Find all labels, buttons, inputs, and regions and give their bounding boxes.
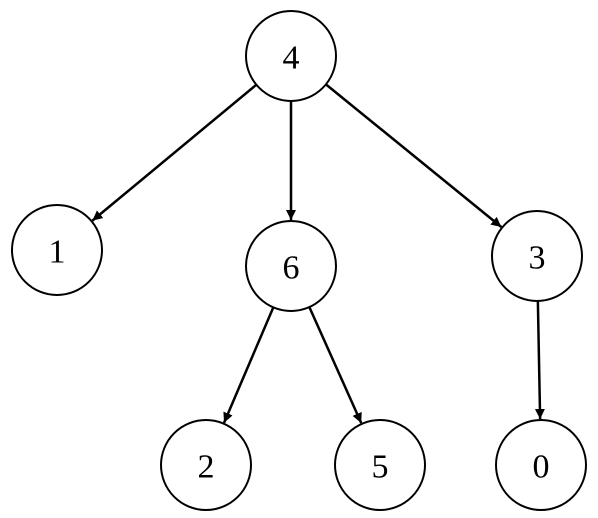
edges-layer xyxy=(91,83,545,424)
tree-node-4: 4 xyxy=(245,10,337,102)
edge-4-to-1 xyxy=(91,83,258,222)
tree-node-1: 1 xyxy=(11,204,103,296)
node-circle xyxy=(245,10,337,102)
node-circle xyxy=(160,419,252,511)
node-label: 1 xyxy=(49,234,66,271)
edge-4-to-3 xyxy=(325,83,503,228)
node-label: 6 xyxy=(283,250,300,287)
node-label: 2 xyxy=(198,449,215,486)
edge-6-to-5 xyxy=(308,306,363,424)
node-circle xyxy=(245,220,337,312)
tree-node-0: 0 xyxy=(495,419,587,511)
node-circle xyxy=(11,204,103,296)
tree-node-3: 3 xyxy=(491,210,583,302)
tree-node-6: 6 xyxy=(245,220,337,312)
node-circle xyxy=(491,210,583,302)
nodes-layer: 4 1 6 3 2 5 0 xyxy=(11,10,587,511)
node-label: 3 xyxy=(529,240,546,277)
edge-6-to-2 xyxy=(222,306,275,424)
node-label: 0 xyxy=(533,449,550,486)
edge-3-to-0 xyxy=(534,300,545,420)
node-label: 4 xyxy=(283,40,300,77)
node-label: 5 xyxy=(372,449,389,486)
node-circle xyxy=(495,419,587,511)
tree-node-2: 2 xyxy=(160,419,252,511)
tree-node-5: 5 xyxy=(334,419,426,511)
node-circle xyxy=(334,419,426,511)
